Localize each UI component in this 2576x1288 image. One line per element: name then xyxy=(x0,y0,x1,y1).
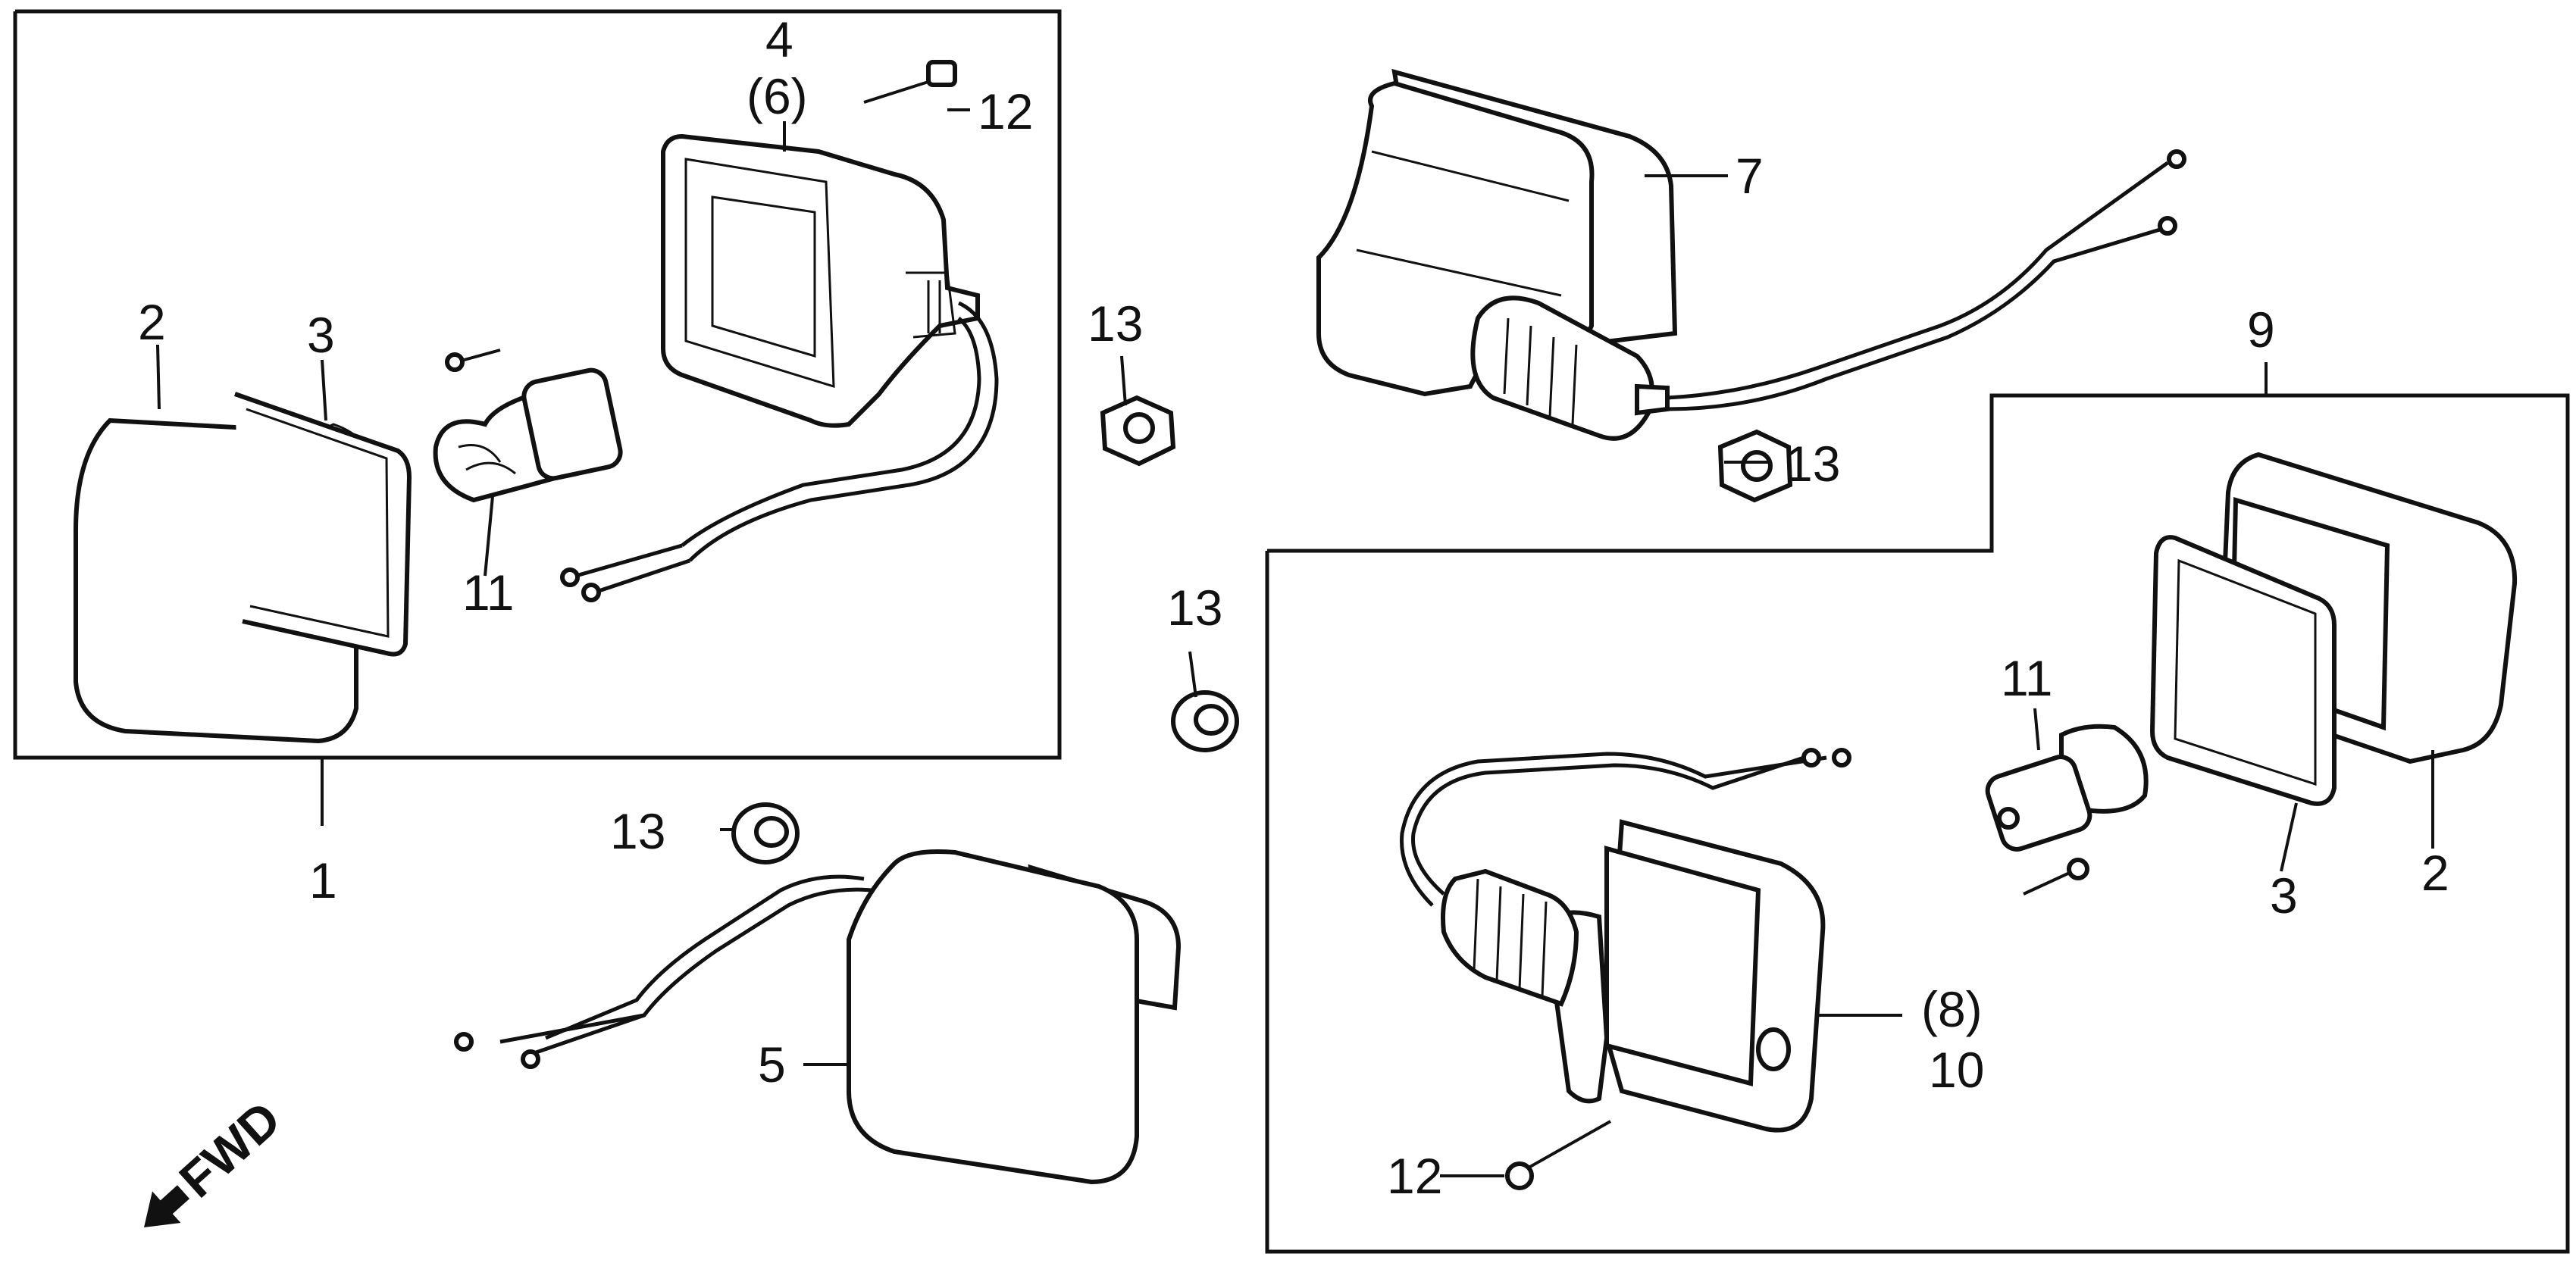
callouts: 2 3 4 (6) 12 11 13 13 13 13 7 9 11 2 3 (… xyxy=(138,11,2449,1204)
fwd-label: FWD xyxy=(169,1090,291,1208)
callout-13-c: 13 xyxy=(610,803,665,859)
callout-11-right: 11 xyxy=(2001,650,2053,706)
callout-1: 1 xyxy=(309,852,337,908)
forward-direction-arrow: FWD xyxy=(144,1090,291,1227)
screw-small-left xyxy=(445,349,501,372)
callout-13-a: 13 xyxy=(1088,295,1143,352)
right-assembly-box xyxy=(1265,393,2570,1254)
gasket-right xyxy=(2149,535,2337,806)
wiring-housing-4 xyxy=(560,301,999,602)
bulb-left xyxy=(433,367,623,503)
lamp-7 xyxy=(1316,68,1678,441)
nut-13-b xyxy=(1171,690,1239,752)
callout-12-bottom: 12 xyxy=(1387,1148,1442,1204)
callout-2-left: 2 xyxy=(138,294,166,350)
left-assembly-box xyxy=(13,9,1062,760)
callout-8: (8) xyxy=(1921,981,1983,1037)
nut-13-d xyxy=(1717,429,1793,503)
wiring-housing-10 xyxy=(1400,748,1851,907)
callout-6: (6) xyxy=(747,68,808,124)
callout-11-left: 11 xyxy=(462,564,515,621)
bulb-right xyxy=(1985,724,2149,852)
housing-10 xyxy=(1441,819,1826,1133)
screw-12-top xyxy=(863,60,957,104)
callout-13-d: 13 xyxy=(1785,436,1840,492)
callout-2-right: 2 xyxy=(2421,845,2449,901)
leader-lines xyxy=(156,108,2434,1177)
callout-7: 7 xyxy=(1736,148,1764,204)
wiring-lamp-7 xyxy=(1667,149,2186,411)
nut-13-c xyxy=(731,802,800,864)
gasket-left xyxy=(234,392,412,657)
screw-12-bottom xyxy=(1505,1120,1611,1190)
callout-3-right: 3 xyxy=(2270,868,2298,924)
callout-3-left: 3 xyxy=(307,307,335,363)
housing-4 xyxy=(661,133,980,428)
callout-13-b: 13 xyxy=(1167,580,1222,636)
callout-9: 9 xyxy=(2247,302,2275,358)
callout-12-top: 12 xyxy=(978,83,1033,139)
lamp-5 xyxy=(847,849,1182,1185)
screw-small-right xyxy=(2023,858,2089,896)
callout-5: 5 xyxy=(758,1036,786,1093)
callout-10: 10 xyxy=(1929,1042,1984,1098)
wiring-lamp-5 xyxy=(454,874,872,1069)
nut-13-a xyxy=(1100,395,1176,467)
callout-4: 4 xyxy=(765,11,793,67)
